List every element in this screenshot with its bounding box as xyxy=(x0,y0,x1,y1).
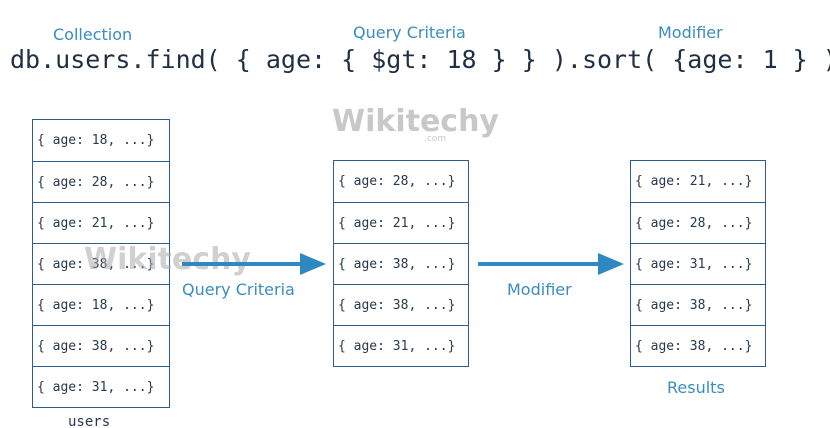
arrow-head xyxy=(598,253,624,275)
document-row: { age: 38, ...} xyxy=(33,243,169,284)
document-row: { age: 28, ...} xyxy=(33,161,169,202)
watermark-domain: .com xyxy=(424,134,447,144)
document-row: { age: 31, ...} xyxy=(334,325,468,366)
results-documents-stack: { age: 21, ...} { age: 28, ...} { age: 3… xyxy=(630,160,766,367)
watermark-brand: Wikitechy xyxy=(332,104,499,139)
document-row: { age: 21, ...} xyxy=(33,202,169,243)
document-row: { age: 18, ...} xyxy=(33,284,169,325)
arrow-head xyxy=(300,253,326,275)
document-row: { age: 21, ...} xyxy=(334,202,468,243)
document-row: { age: 38, ...} xyxy=(33,325,169,366)
modifier-arrow-label: Modifier xyxy=(507,280,572,299)
results-caption: Results xyxy=(667,378,725,397)
watermark-brand-overlay: Wikitechy xyxy=(84,242,251,277)
users-collection-stack: { age: 18, ...} { age: 28, ...} { age: 2… xyxy=(32,119,170,408)
filtered-documents-stack: { age: 28, ...} { age: 21, ...} { age: 3… xyxy=(333,160,469,367)
document-row: { age: 18, ...} xyxy=(37,133,155,148)
query-criteria-label: Query Criteria xyxy=(353,23,466,42)
query-code: db.users.find( { age: { $gt: 18 } } ).so… xyxy=(10,45,830,74)
query-criteria-arrow xyxy=(182,253,326,275)
wikitechy-watermark: Wikitechy .com xyxy=(332,104,499,144)
document-row: { age: 31, ...} xyxy=(631,243,765,284)
document-row: { age: 38, ...} xyxy=(334,284,468,325)
modifier-arrow xyxy=(478,253,624,275)
document-row: { age: 38, ...} xyxy=(334,243,468,284)
collection-label: Collection xyxy=(53,25,133,44)
query-criteria-arrow-label: Query Criteria xyxy=(182,280,295,299)
wikitechy-watermark-overlay: Wikitechy xyxy=(84,242,251,277)
document-row: { age: 28, ...} xyxy=(631,202,765,243)
document-row: { age: 21, ...} xyxy=(635,174,753,189)
document-row: { age: 31, ...} xyxy=(33,366,169,407)
document-row: { age: 38, ...} xyxy=(631,325,765,366)
document-row: { age: 28, ...} xyxy=(338,174,456,189)
users-caption: users xyxy=(68,414,111,428)
modifier-label: Modifier xyxy=(658,23,723,42)
document-row: { age: 38, ...} xyxy=(631,284,765,325)
